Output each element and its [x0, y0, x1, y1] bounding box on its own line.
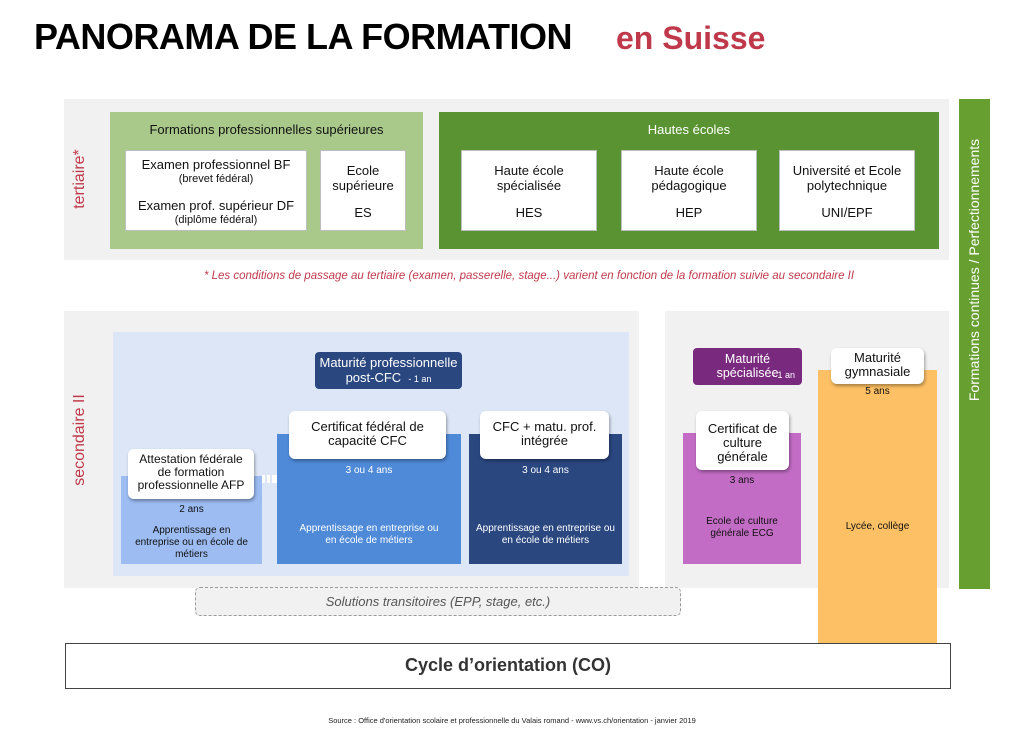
hep-title: Haute école pédagogique: [651, 163, 727, 193]
hes-abbr: HES: [515, 205, 543, 220]
ecg-desc: Ecole de culture générale ECG: [706, 516, 778, 539]
hautes-ecoles-header: Hautes écoles: [647, 122, 731, 137]
secondary-label: secondaire II: [71, 394, 88, 486]
cfc-title: Certificat fédéral de capacité CFC: [311, 419, 424, 448]
continuing-education-bar: [959, 99, 990, 589]
gym-duration: 5 ans: [865, 386, 890, 397]
cfc-mp-desc: Apprentissage en entreprise ou en école …: [476, 523, 615, 546]
afp-duration: 2 ans: [179, 504, 204, 515]
gym-desc: Lycée, collège: [845, 521, 910, 532]
maturite-pro-badge: Maturité professionnelle post-CFC - 1 an: [315, 352, 462, 389]
tertiary-note: * Les conditions de passage au tertiaire…: [203, 270, 855, 282]
page-subtitle: en Suisse: [616, 20, 766, 56]
cycle-orientation: Cycle d’orientation (CO): [65, 643, 951, 689]
exam-df-sub: (diplôme fédéral): [174, 214, 258, 226]
source-note: Source : Office d'orientation scolaire e…: [328, 716, 696, 725]
maturite-spec-title: Maturité spécialisée: [716, 352, 779, 380]
continuing-education-label: Formations continues / Perfectionnements: [966, 138, 982, 402]
hes-title: Haute école spécialisée: [494, 163, 564, 193]
maturite-pro-duration: - 1 an: [408, 374, 432, 384]
gym-column: [818, 370, 937, 670]
hes-box: Haute école spécialisée HES: [461, 150, 597, 231]
exam-bf-sub: (brevet fédéral): [178, 173, 254, 185]
fps-header: Formations professionnelles supérieures: [149, 122, 384, 137]
ecg-duration: 3 ans: [729, 475, 755, 486]
afp-title: Attestation fédérale de formation profes…: [137, 452, 245, 492]
cycle-orientation-label: Cycle d’orientation (CO): [404, 655, 611, 675]
maturite-pro-title: Maturité professionnelle: [319, 355, 458, 370]
afp-desc: Apprentissage en entreprise ou en école …: [135, 525, 248, 560]
page-title: PANORAMA DE LA FORMATION: [34, 16, 572, 57]
uni-epf-title: Université et Ecole polytechnique: [792, 163, 902, 193]
hep-abbr: HEP: [675, 205, 703, 220]
maturite-pro-sub: post-CFC: [345, 370, 402, 385]
ecg-card: Certificat de culture générale: [696, 411, 789, 470]
maturite-spec-badge: Maturité spécialisée: [693, 348, 802, 385]
cfc-desc: Apprentissage en entreprise ou en école …: [299, 523, 439, 546]
uni-epf-box: Université et Ecole polytechnique UNI/EP…: [779, 150, 915, 231]
transition-solutions: Solutions transitoires (EPP, stage, etc.…: [195, 587, 681, 616]
afp-card: Attestation fédérale de formation profes…: [128, 449, 254, 499]
cfc-duration: 3 ou 4 ans: [345, 465, 393, 476]
maturite-spec-duration: - 1 an: [772, 370, 796, 380]
es-title: Ecole supérieure: [332, 163, 394, 193]
gym-card: Maturité gymnasiale: [831, 348, 924, 384]
exam-bf-title: Examen professionnel BF: [141, 157, 291, 172]
cfc-card: Certificat fédéral de capacité CFC: [289, 411, 446, 459]
es-abbr: ES: [354, 205, 372, 220]
transition-label: Solutions transitoires (EPP, stage, etc.…: [325, 594, 551, 609]
cfc-mp-title: CFC + matu. prof. intégrée: [492, 419, 597, 448]
tertiary-label: tertiaire*: [71, 149, 88, 209]
uni-epf-abbr: UNI/EPF: [821, 205, 873, 220]
cfc-mp-duration: 3 ou 4 ans: [522, 465, 569, 476]
exam-box: Examen professionnel BF (brevet fédéral)…: [125, 150, 307, 231]
ecg-title: Certificat de culture générale: [707, 421, 778, 464]
hep-box: Haute école pédagogique HEP: [621, 150, 757, 231]
es-box: Ecole supérieure ES: [320, 150, 406, 231]
cfc-mp-card: CFC + matu. prof. intégrée: [480, 411, 609, 459]
exam-df-title: Examen prof. supérieur DF: [137, 198, 295, 213]
gym-title: Maturité gymnasiale: [844, 350, 911, 379]
